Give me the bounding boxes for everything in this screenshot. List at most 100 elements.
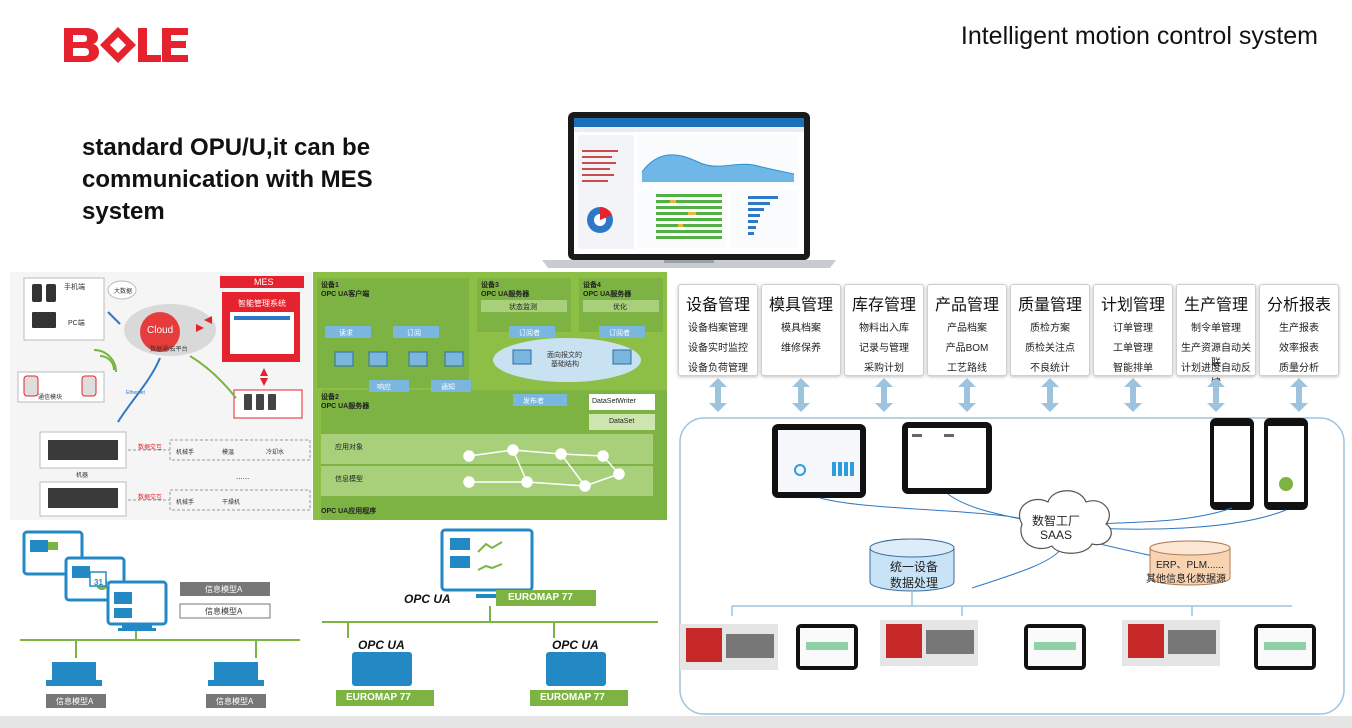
module-item: 工艺路线 [947, 363, 987, 374]
data-exchange-2: 数据交互 [138, 495, 163, 501]
cloud-label: Cloud [147, 325, 174, 336]
module-title: 设备管理 [685, 297, 750, 314]
status-monitor-label: 状态监测 [509, 304, 537, 311]
ethernet-label: Ethernet [126, 390, 145, 396]
double-arrow-icon [1124, 378, 1142, 412]
publisher-label: 发布者 [523, 398, 544, 405]
module-item: 质检方案 [1030, 323, 1070, 334]
module-item: 计划进度自动反馈 [1181, 363, 1251, 389]
subscribe-label-1: 订阅 [407, 330, 421, 337]
data-exchange-1: 数据交互 [138, 445, 163, 451]
module-item: 质检关注点 [1025, 343, 1075, 354]
mold-temp: 模温 [222, 450, 235, 456]
big-data-label: 大数据 [114, 289, 133, 295]
info-model-label: 信息模型 [335, 476, 363, 483]
module-title: 模具管理 [768, 297, 833, 314]
module-title: 生产管理 [1183, 297, 1248, 314]
module-box-5: 计划管理订单管理工单管理智能排单 [1093, 284, 1173, 376]
device-box-label: 通信模块 [38, 395, 63, 401]
module-item: 模具档案 [781, 323, 821, 334]
cloud-sub-label: 数据通/云平台 [150, 347, 188, 353]
erp-label-1: ERP、PLM...... [1156, 560, 1224, 571]
saas-cloud-label-2: SAAS [1040, 528, 1073, 542]
dryer: 干燥机 [222, 500, 241, 506]
opc-ua-right: OPC UA [552, 638, 599, 652]
module-item: 产品BOM [945, 343, 989, 354]
more-ellipsis: ...... [236, 472, 250, 481]
opc-ua-architecture-panel: 设备1 OPC UA客户端 设备3 OPC UA服务器 设备4 OPC UA服务… [313, 272, 667, 520]
laptop-dashboard-image [542, 112, 836, 268]
module-box-1: 模具管理模具档案维修保养 [761, 284, 841, 376]
subscribe-label-3: 订阅者 [609, 330, 630, 337]
info-model-diagram [20, 530, 300, 708]
module-item: 记录与管理 [859, 343, 909, 354]
module-box-0: 设备管理设备档案管理设备实时监控设备负荷管理 [678, 284, 758, 376]
module-title: 质量管理 [1017, 297, 1082, 314]
iot-diagram [17, 276, 311, 517]
module-title: 产品管理 [934, 297, 999, 314]
optimize-label: 优化 [613, 304, 627, 311]
smart-system-label: 智能管理系统 [238, 299, 286, 308]
intro-text: standard OPU/U,it can be communication w… [82, 134, 373, 225]
module-item: 设备档案管理 [688, 323, 748, 334]
robot-2: 机械手 [176, 500, 195, 506]
euromap-panel: OPC UA EUROMAP 77 OPC UA OPC UA EUROMAP … [308, 522, 670, 718]
opc-ua-left: OPC UA [358, 638, 405, 652]
dev4-sub: OPC UA服务器 [583, 291, 632, 298]
response-label: 响应 [377, 384, 391, 391]
double-arrow-icon [875, 378, 893, 412]
module-box-6: 生产管理制令单管理生产资源自动关联计划进度自动反馈 [1176, 284, 1256, 389]
module-item: 生产资源自动关联 [1181, 343, 1251, 369]
module-item: 效率报表 [1279, 343, 1319, 354]
double-arrow-icon [1041, 378, 1059, 412]
euromap-main: EUROMAP 77 [508, 592, 573, 603]
calendar-icon: 31 [94, 578, 103, 587]
info-model-a2: 信息模型A [205, 607, 243, 616]
app-object-label: 应用对象 [335, 444, 363, 451]
module-title: 分析报表 [1266, 297, 1331, 314]
cloud-note-2: 基础结构 [551, 361, 579, 368]
cloud-note-1: 面向报文的 [547, 352, 582, 359]
double-arrow-icon [958, 378, 976, 412]
dev3-sub: OPC UA服务器 [481, 291, 530, 298]
db-label-1: 统一设备 [890, 560, 939, 574]
notify-label: 通知 [441, 384, 455, 391]
dataset-label: DataSet [609, 418, 635, 425]
module-item: 设备实时监控 [688, 343, 748, 354]
pc-label: PC端 [68, 320, 85, 327]
db-label-2: 数据处理 [890, 576, 939, 590]
dev2-label: 设备2 [321, 394, 339, 401]
module-box-4: 质量管理质检方案质检关注点不良统计 [1010, 284, 1090, 376]
info-model-a1: 信息模型A [205, 585, 243, 594]
module-title: 计划管理 [1100, 297, 1165, 314]
module-item: 不良统计 [1030, 363, 1070, 374]
phone-label: 手机端 [64, 284, 85, 291]
double-arrow-icon [792, 378, 810, 412]
opc-ua-main: OPC UA [404, 592, 451, 606]
module-item: 质量分析 [1279, 363, 1319, 374]
erp-label-2: 其他信息化数据源 [1146, 574, 1226, 585]
robot-1: 机械手 [176, 450, 195, 456]
double-arrow-icon [709, 378, 727, 412]
euromap-diagram [322, 528, 658, 706]
module-item: 智能排单 [1113, 363, 1153, 374]
module-item: 生产报表 [1279, 323, 1319, 334]
euromap-right: EUROMAP 77 [540, 692, 605, 703]
read-label: 读求 [339, 330, 353, 337]
dev1-sub: OPC UA客户端 [321, 291, 370, 298]
module-item: 订单管理 [1113, 323, 1153, 334]
bottom-bar [0, 716, 1352, 728]
euromap-left: EUROMAP 77 [346, 692, 411, 703]
info-model-panel: 31 信息模型A 信息模型A 信息模型A 信息模型A [10, 522, 302, 718]
mes-label: MES [254, 277, 274, 287]
module-box-2: 库存管理物料出入库记录与管理采购计划 [844, 284, 924, 376]
cold-water: 冷却水 [266, 450, 285, 456]
dev4-label: 设备4 [583, 282, 601, 289]
machine-label: 机器 [76, 473, 89, 479]
dev1-label: 设备1 [321, 282, 339, 289]
module-item: 物料出入库 [859, 323, 909, 334]
subscribe-label-2: 订阅者 [519, 330, 540, 337]
opc-ua-diagram [317, 278, 667, 520]
saas-modules-panel: 设备管理设备档案管理设备实时监控设备负荷管理模具管理模具档案维修保养库存管理物料… [672, 272, 1352, 718]
